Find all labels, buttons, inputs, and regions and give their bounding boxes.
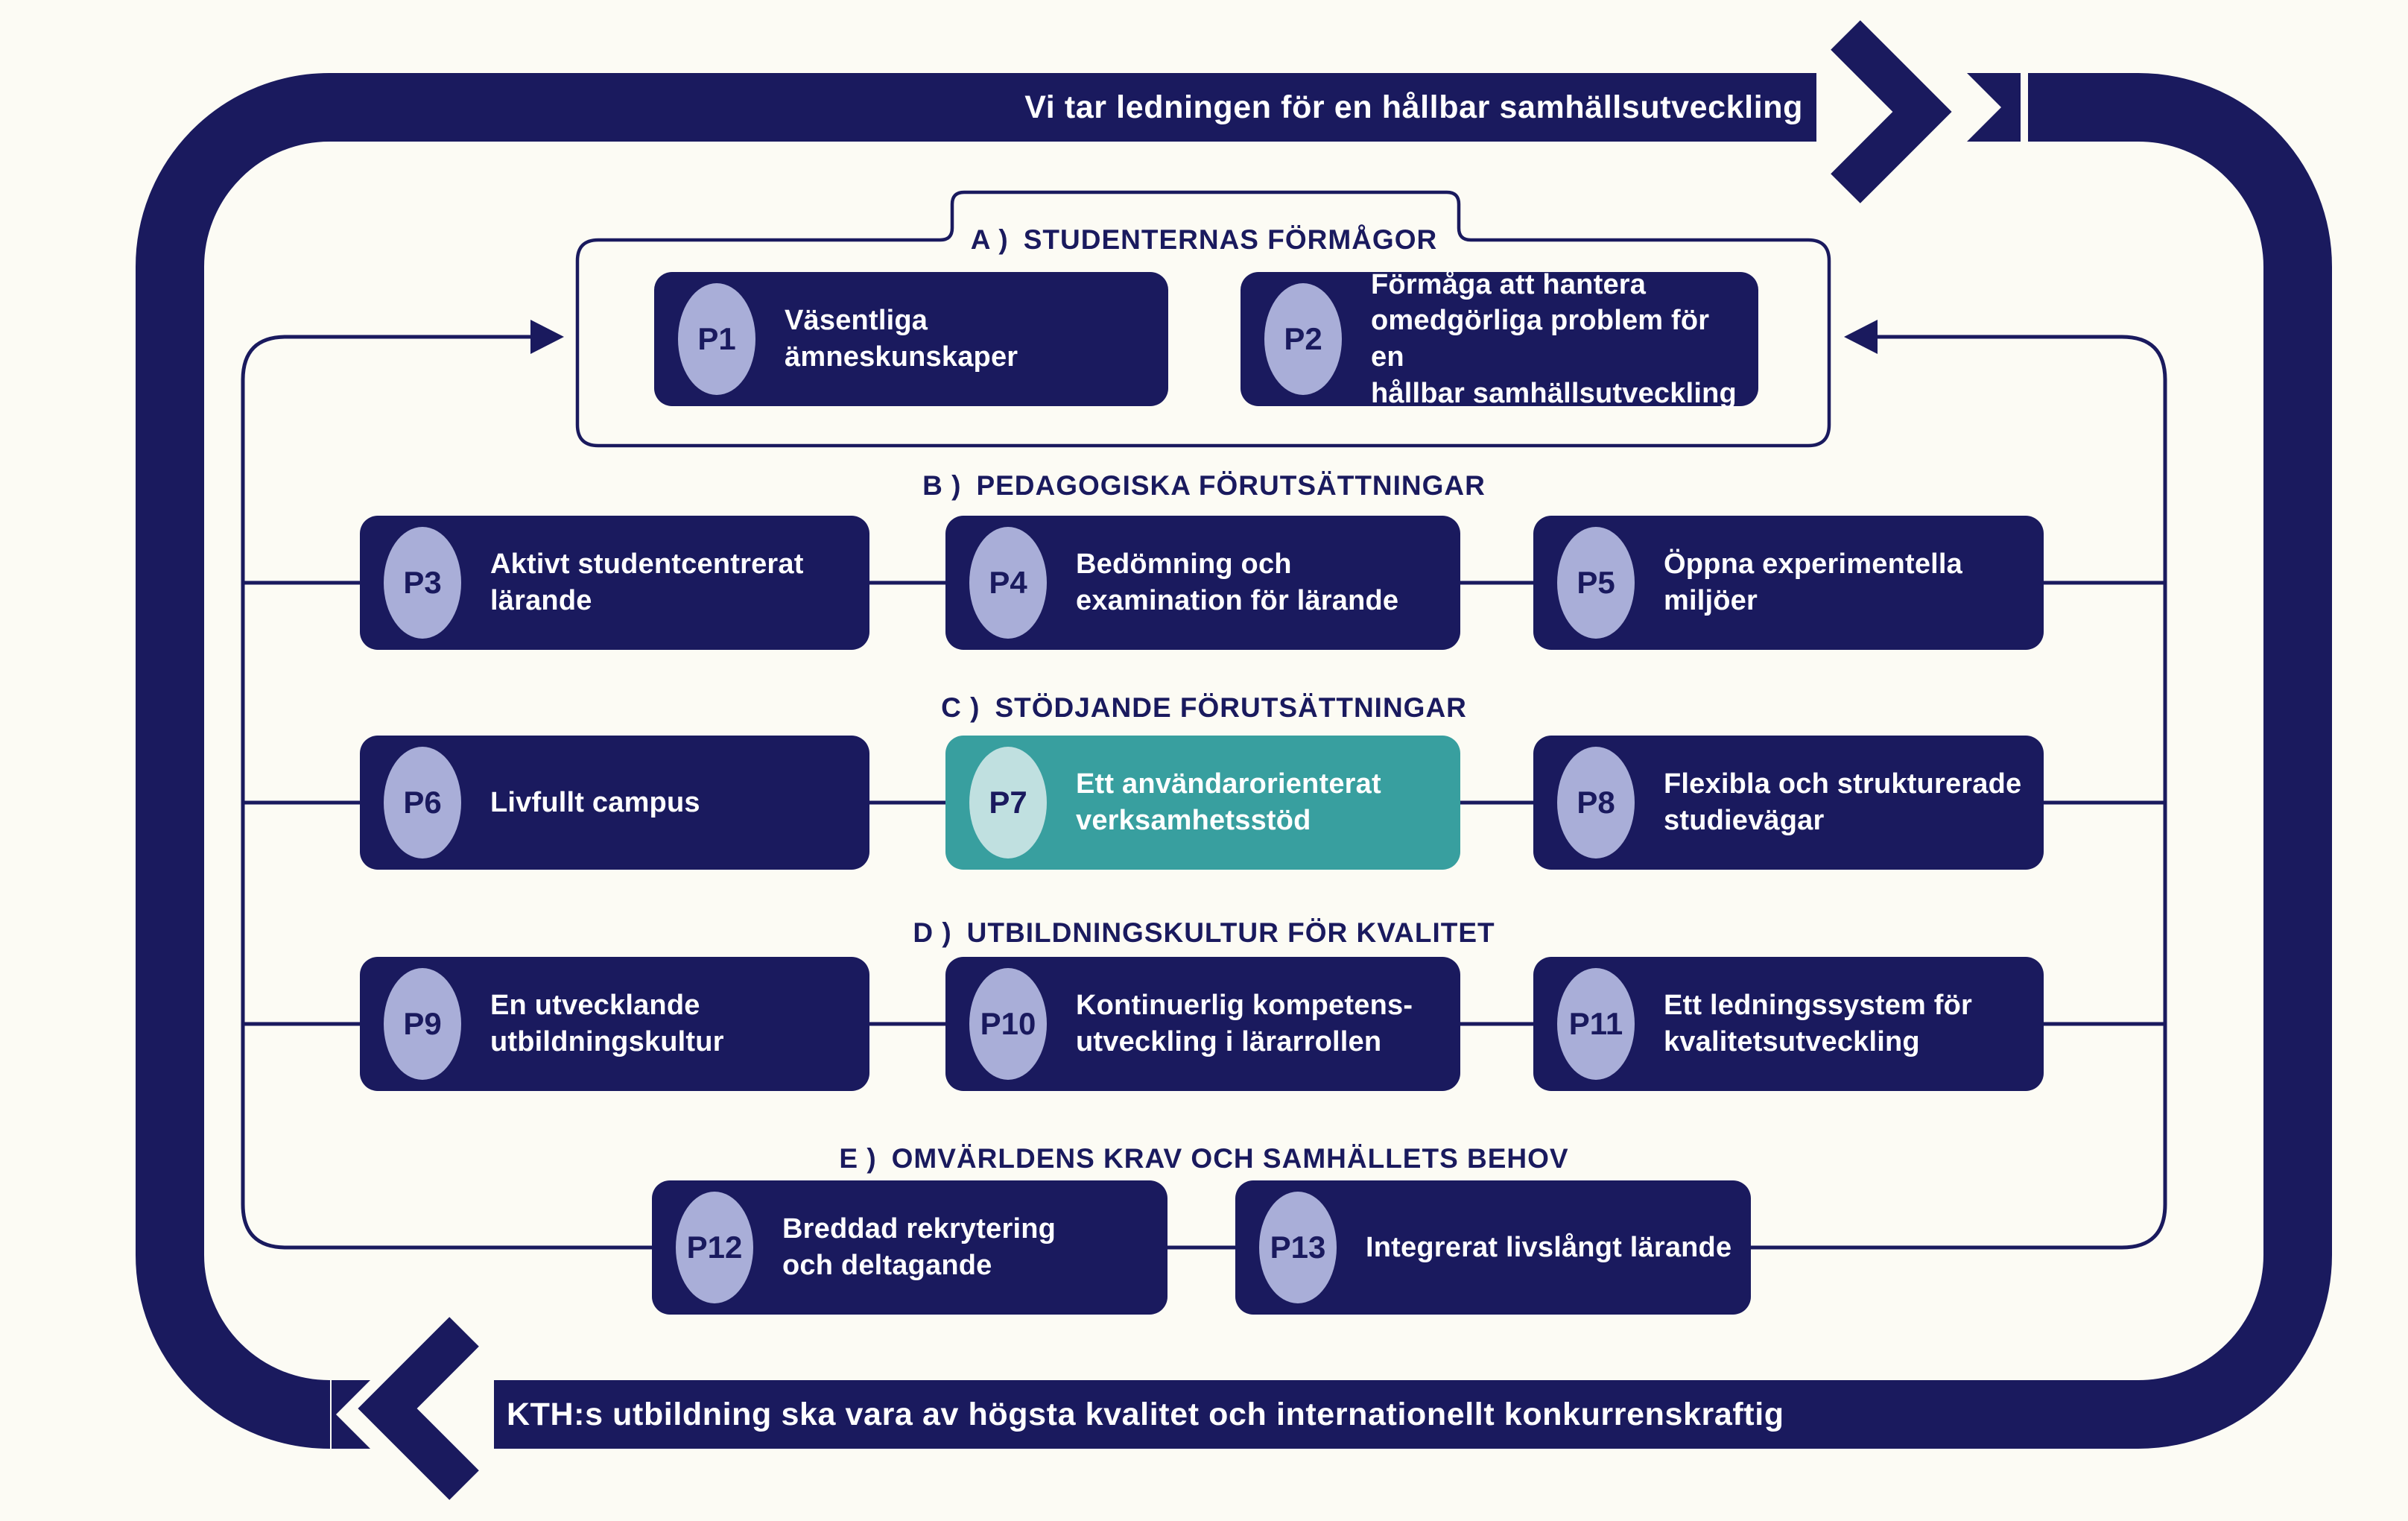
badge-p10: P10 <box>969 968 1047 1080</box>
section-title: STÖDJANDE FÖRUTSÄTTNINGAR <box>995 692 1467 723</box>
section-title: STUDENTERNAS FÖRMÅGOR <box>1023 224 1438 255</box>
left-rail-arrowhead-icon <box>530 320 564 354</box>
label-p5: Öppna experimentella miljöer <box>1664 548 1963 616</box>
bottom-arrow-chevron-icon <box>358 1317 479 1500</box>
label-p1: Väsentliga ämneskunskaper <box>785 305 1018 373</box>
right-rail-line <box>1751 335 2167 1250</box>
section-title: PEDAGOGISKA FÖRUTSÄTTNINGAR <box>976 470 1486 501</box>
box-p7-highlighted: P7 Ett användarorienterat verksamhetsstö… <box>945 736 1460 870</box>
label-p8: Flexibla och strukturerade studievägar <box>1664 768 2022 836</box>
section-header-c: C ) STÖDJANDE FÖRUTSÄTTNINGAR <box>0 692 2408 724</box>
badge-p2: P2 <box>1264 283 1342 395</box>
badge-p11: P11 <box>1557 968 1635 1080</box>
section-letter: D ) <box>913 917 952 948</box>
outer-loop-band <box>136 73 2332 1449</box>
label-p3: Aktivt studentcentrerat lärande <box>490 548 804 616</box>
section-letter: C ) <box>941 692 980 723</box>
section-letter: E ) <box>839 1143 877 1174</box>
section-header-b: B ) PEDAGOGISKA FÖRUTSÄTTNINGAR <box>0 469 2408 502</box>
badge-p12: P12 <box>676 1192 753 1303</box>
badge-p4: P4 <box>969 527 1047 639</box>
label-p9: En utvecklande utbildningskultur <box>490 990 724 1057</box>
box-p9: P9 En utvecklande utbildningskultur <box>360 957 869 1091</box>
top-banner-text: Vi tar ledningen för en hållbar samhälls… <box>1024 89 1803 125</box>
box-p3: P3 Aktivt studentcentrerat lärande <box>360 516 869 650</box>
box-p1: P1 Väsentliga ämneskunskaper <box>654 272 1168 406</box>
section-header-d: D ) UTBILDNINGSKULTUR FÖR KVALITET <box>0 917 2408 949</box>
badge-p1: P1 <box>678 283 755 395</box>
box-p8: P8 Flexibla och strukturerade studieväga… <box>1533 736 2044 870</box>
box-p10: P10 Kontinuerlig kompetens- utveckling i… <box>945 957 1460 1091</box>
section-header-a: A ) STUDENTERNAS FÖRMÅGOR <box>0 224 2408 256</box>
label-p11: Ett ledningssystem för kvalitetsutveckli… <box>1664 990 1973 1057</box>
badge-p13: P13 <box>1259 1192 1337 1303</box>
box-p6: P6 Livfullt campus <box>360 736 869 870</box>
bottom-banner-text: KTH:s utbildning ska vara av högsta kval… <box>507 1397 1784 1432</box>
box-p4: P4 Bedömning och examination för lärande <box>945 516 1460 650</box>
label-p4: Bedömning och examination för lärande <box>1076 548 1399 616</box>
left-rail-line <box>241 335 652 1250</box>
section-header-e: E ) OMVÄRLDENS KRAV OCH SAMHÄLLETS BEHOV <box>0 1142 2408 1175</box>
badge-p9: P9 <box>384 968 461 1080</box>
label-p13: Integrerat livslångt lärande <box>1366 1231 1732 1263</box>
row-connector-lines <box>243 581 2165 1250</box>
badge-p5: P5 <box>1557 527 1635 639</box>
label-p12: Breddad rekrytering och deltagande <box>782 1213 1056 1281</box>
section-letter: B ) <box>922 470 962 501</box>
top-arrow-chevron-icon <box>1831 20 1952 203</box>
section-a-container <box>575 190 1831 448</box>
top-band-notch <box>1967 73 2021 142</box>
badge-p7: P7 <box>969 747 1047 858</box>
section-letter: A ) <box>970 224 1009 255</box>
box-p11: P11 Ett ledningssystem för kvalitetsutve… <box>1533 957 2044 1091</box>
box-p2: P2 Förmåga att hantera omedgörliga probl… <box>1241 268 1758 409</box>
box-p5: P5 Öppna experimentella miljöer <box>1533 516 2044 650</box>
box-p13: P13 Integrerat livslångt lärande <box>1235 1180 1751 1315</box>
box-p12: P12 Breddad rekrytering och deltagande <box>652 1180 1167 1315</box>
badge-p3: P3 <box>384 527 461 639</box>
right-rail-arrowhead-icon <box>1844 320 1878 354</box>
section-title: OMVÄRLDENS KRAV OCH SAMHÄLLETS BEHOV <box>891 1143 1569 1174</box>
section-title: UTBILDNINGSKULTUR FÖR KVALITET <box>966 917 1495 948</box>
bottom-band-notch <box>332 1380 370 1449</box>
label-p2: Förmåga att hantera omedgörliga problem … <box>1371 268 1737 409</box>
label-p10: Kontinuerlig kompetens- utveckling i lär… <box>1076 990 1413 1057</box>
label-p7: Ett användarorienterat verksamhetsstöd <box>1076 768 1381 836</box>
label-p6: Livfullt campus <box>490 786 700 818</box>
badge-p8: P8 <box>1557 747 1635 858</box>
badge-p6: P6 <box>384 747 461 858</box>
